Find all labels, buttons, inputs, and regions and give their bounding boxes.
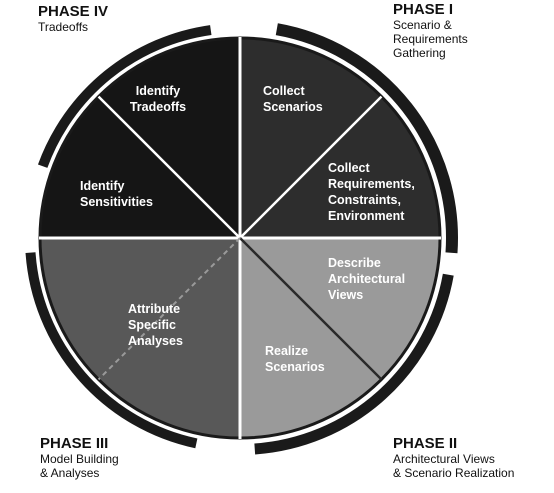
attribute-analyses-line: Analyses (128, 334, 183, 348)
phase-i-split-line (239, 95, 383, 239)
phase-iii-split-line (97, 237, 241, 381)
describe-views-line: Views (328, 288, 363, 302)
phase-i-band (275, 23, 458, 254)
phase-iii-subtitle: Model Building & Analyses (40, 452, 119, 480)
phase-iii-band (25, 252, 198, 449)
phase-iv-subtitle: Tradeoffs (38, 20, 89, 34)
attribute-analyses-line: Specific (128, 318, 176, 332)
segment-dividers (39, 37, 441, 439)
phase-ii-band (254, 273, 454, 455)
collect-scenarios-line: Scenarios (263, 100, 323, 114)
phase-iv-split-line (97, 95, 241, 239)
describe-views-line: Architectural (328, 272, 405, 286)
phase-ii-subtitle: Architectural Views & Scenario Realizati… (393, 452, 515, 480)
realize-scenarios-line: Realize (265, 344, 308, 358)
phase-iii-quadrant (40, 238, 240, 438)
phase-i-subtitle: Scenario & Requirements Gathering (393, 18, 468, 60)
phase-ii-title: PHASE II (393, 435, 458, 452)
phase-ii-label: PHASE II Architectural Views & Scenario … (393, 435, 515, 481)
phase-iv-title: PHASE IV (38, 3, 109, 20)
identify-tradeoffs-line: Tradeoffs (130, 100, 186, 114)
identify-sensitivities-line: Sensitivities (80, 195, 153, 209)
phase-i-title: PHASE I (393, 1, 454, 18)
phase-i-label: PHASE I Scenario & Requirements Gatherin… (393, 1, 468, 61)
phase-iv-label: PHASE IV Tradeoffs (38, 3, 109, 35)
phase-iv-band (37, 25, 212, 168)
collect-requirements-line: Environment (328, 209, 405, 223)
collect-requirements-line: Collect (328, 161, 371, 175)
outer-phase-bands (25, 23, 458, 455)
identify-tradeoffs-line: Identify (136, 84, 180, 98)
describe-views-line: Describe (328, 256, 381, 270)
collect-requirements-line: Requirements, (328, 177, 415, 191)
collect-scenarios-line: Collect (263, 84, 306, 98)
collect-requirements-line: Constraints, (328, 193, 401, 207)
phase-iii-label: PHASE III Model Building & Analyses (40, 435, 119, 481)
attribute-analyses-line: Attribute (128, 302, 180, 316)
identify-sensitivities-line: Identify (80, 179, 124, 193)
phase-ii-split-line (239, 237, 383, 381)
realize-scenarios-line: Scenarios (265, 360, 325, 374)
phase-iii-title: PHASE III (40, 435, 109, 452)
